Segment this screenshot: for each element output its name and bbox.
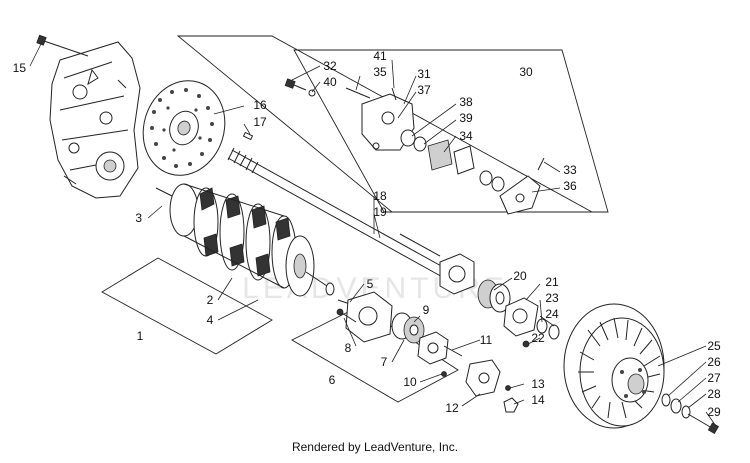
callout-22: 22	[531, 331, 545, 345]
callout-29: 29	[707, 405, 721, 419]
callout-28: 28	[707, 387, 721, 401]
callout-30: 30	[519, 65, 533, 79]
callout-35: 35	[373, 65, 387, 79]
part-25-driven-clutch	[563, 303, 665, 429]
leader-lines	[29, 41, 717, 427]
callout-25: 25	[707, 339, 721, 353]
drive-clutch-box	[101, 257, 273, 355]
part-20-bearing	[439, 253, 560, 348]
part-18-shaft	[227, 147, 453, 280]
callout-21: 21	[545, 275, 559, 289]
callout-20: 20	[513, 269, 527, 283]
callout-19: 19	[373, 205, 387, 219]
engine-case	[49, 41, 141, 199]
callout-labels: 15 3 16 17 18 19 2 4 1 5 8 7 9 6 10 11 1…	[13, 49, 721, 419]
callout-14: 14	[531, 393, 545, 407]
brake-caliper-box	[293, 49, 609, 213]
callout-36: 36	[563, 179, 577, 193]
part-15-bolt	[36, 34, 89, 57]
callout-27: 27	[707, 371, 721, 385]
part-1-drive-clutch	[155, 183, 335, 297]
callout-7: 7	[381, 355, 388, 369]
callout-9: 9	[423, 303, 430, 317]
callout-40: 40	[323, 75, 337, 89]
callout-31: 31	[417, 67, 431, 81]
callout-10: 10	[403, 375, 417, 389]
callout-33: 33	[563, 163, 577, 177]
callout-4: 4	[207, 313, 214, 327]
callout-41: 41	[373, 49, 387, 63]
callout-5: 5	[367, 277, 374, 291]
callout-6: 6	[329, 373, 336, 387]
callout-23: 23	[545, 291, 559, 305]
part-6-bearing-housing	[336, 291, 519, 413]
callout-8: 8	[345, 341, 352, 355]
callout-3: 3	[135, 211, 142, 225]
callout-24: 24	[545, 307, 559, 321]
part-30-brake-caliper	[284, 78, 545, 215]
part-17-key	[242, 131, 254, 141]
callout-34: 34	[459, 129, 473, 143]
callout-38: 38	[459, 95, 473, 109]
callout-16: 16	[253, 98, 267, 112]
callout-1: 1	[137, 329, 144, 343]
callout-12: 12	[445, 401, 459, 415]
callout-11: 11	[480, 333, 493, 347]
callout-32: 32	[323, 59, 337, 73]
callout-13: 13	[531, 377, 545, 391]
part-16-brake-disc	[142, 80, 226, 176]
group-boxes	[101, 35, 609, 403]
callout-37: 37	[417, 83, 431, 97]
callout-17: 17	[253, 115, 267, 129]
bearing-housing-box	[291, 305, 459, 403]
callout-39: 39	[459, 111, 473, 125]
callout-18: 18	[373, 189, 387, 203]
callout-15: 15	[13, 61, 27, 75]
footer-credit: Rendered by LeadVenture, Inc.	[291, 440, 459, 454]
callout-2: 2	[207, 293, 214, 307]
callout-26: 26	[707, 355, 721, 369]
